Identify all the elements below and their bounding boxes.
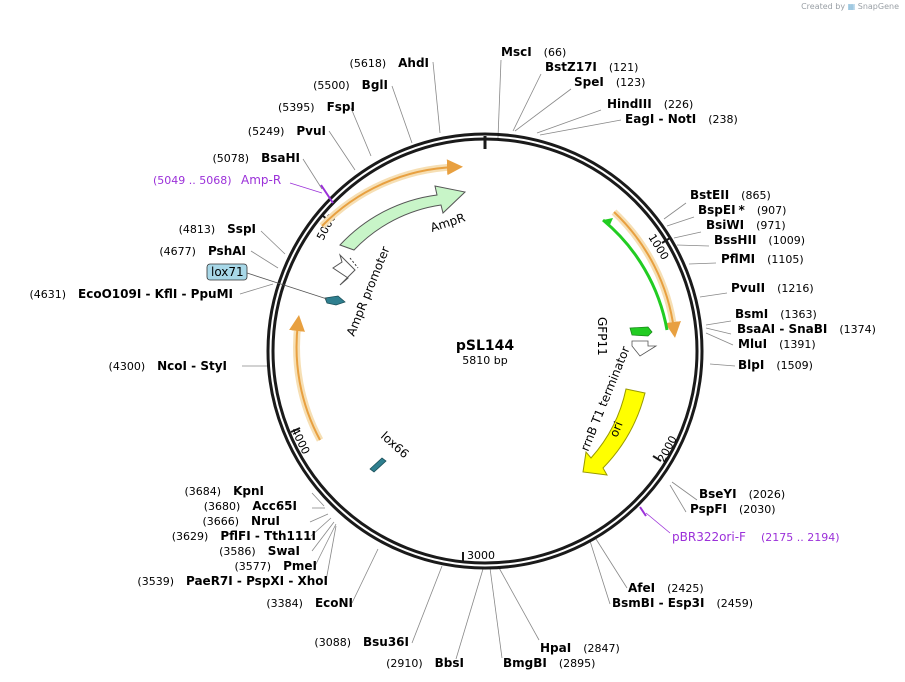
lox71-marker [324,295,346,306]
amp-r-primer-range: (5049 .. 5068) [153,174,232,187]
plasmid-name: pSL144 [456,338,515,354]
tick-4000-mark [290,427,301,433]
gfp-arc [602,218,669,331]
site-kpni: (3684)KpnI [185,484,264,498]
site-bsahi: (5078)BsaHI [213,151,300,165]
site-bsaai-snabi: BsaAI - SnaBI(1374) [737,322,876,336]
site-ncoi-styi: (4300)NcoI - StyI [109,359,227,373]
ampr-label: AmpR [429,210,467,234]
site-pspfi: PspFI(2030) [690,502,776,516]
gfp-arc-head [603,218,613,227]
lox66-marker [369,457,387,473]
site-labels-left: (2910)BbsI (3088)Bsu36I (3384)EcoNI (353… [29,56,464,670]
plasmid-length: 5810 bp [462,354,507,367]
lox71-tag [206,263,248,281]
site-blpi: BlpI(1509) [738,358,813,372]
site-pflfi-tth111i: (3629)PflFI - Tth111I [172,529,316,543]
site-bsmbi-esp3i: BsmBI - Esp3I(2459) [612,596,753,610]
site-msci: MscI(66) [501,45,566,59]
pbr322-primer-range: (2175 .. 2194) [761,531,840,544]
site-sspi: (4813)SspI [179,222,256,236]
site-bstz17i: BstZ17I(121) [545,60,638,74]
site-bsteii: BstEII(865) [690,188,771,202]
site-hpai: HpaI(2847) [540,641,620,655]
ori-label: ori [607,419,626,439]
ampr-arrow [339,185,467,251]
leader-lines [239,59,736,660]
site-afei: AfeI(2425) [628,581,704,595]
site-swai: (3586)SwaI [219,544,300,558]
tick-2000-mark [652,455,662,462]
backbone-outer [266,132,704,570]
site-pflmi: PflMI(1105) [721,252,804,266]
site-pvui: (5249)PvuI [248,124,326,138]
gfp11-label: GFP11 [595,317,609,356]
credit-brand: SnapGene [857,2,899,11]
site-nrui: (3666)NruI [202,514,280,528]
amp-r-primer-tick [320,184,334,204]
orf-arcs [289,159,681,442]
rrnb-marker [631,340,658,357]
lox66-label: lox66 [378,429,412,461]
site-paer7i-pspxi-xhoi: (3539)PaeR7I - PspXI - XhoI [137,574,328,588]
site-pshai: (4677)PshAI [159,244,246,258]
site-labels-right: MscI(66) BstZ17I(121) SpeI(123) HindIII(… [501,45,876,670]
lox71-label: lox71 [211,265,244,279]
site-acc65i: (3680)Acc65I [204,499,297,513]
site-spei: SpeI(123) [574,75,645,89]
site-eagi-noti: EagI - NotI(238) [625,112,738,126]
tick-3000: 3000 [467,549,495,562]
pbr322-primer-name: pBR322ori-F [672,530,746,544]
site-bsiwi: BsiWI(971) [706,218,786,232]
site-pmei: (3577)PmeI [235,559,317,573]
amp-r-primer-name: Amp-R [241,173,281,187]
site-bmgbi: BmgBI(2895) [503,656,595,670]
pbr322-primer-tick [639,506,647,517]
site-bsu36i: (3088)Bsu36I [314,635,409,649]
site-econi: (3384)EcoNI [266,596,353,610]
ampr-promoter-label: AmpR promoter [344,244,393,338]
site-bbsi: (2910)BbsI [386,656,464,670]
site-bseyi: BseYI(2026) [699,487,785,501]
site-bgli: (5500)BglI [313,78,388,92]
tick-1000-mark [661,237,671,244]
ampr-promoter-arrow [332,253,356,286]
ori-arrow [582,388,646,476]
gfp11-marker [629,326,653,337]
site-ahdi: (5618)AhdI [350,56,429,70]
credit-text: Created by [801,2,846,11]
site-bspei: BspEI*(907) [698,203,786,217]
site-hindiii: HindIII(226) [607,97,693,111]
site-pvuii: PvuII(1216) [731,281,814,295]
site-bsmi: BsmI(1363) [735,307,817,321]
site-mlui: MluI(1391) [738,337,816,351]
site-fspi: (5395)FspI [278,100,355,114]
tick-2000: 2000 [655,434,680,465]
snapgene-logo-icon: ▦ [847,2,856,11]
site-ecoo109i-kfli-ppumi: (4631)EcoO109I - KflI - PpuMI [29,287,233,301]
site-bsshii: BssHII(1009) [714,233,805,247]
snapgene-credit: Created by ▦ SnapGene [801,2,899,11]
